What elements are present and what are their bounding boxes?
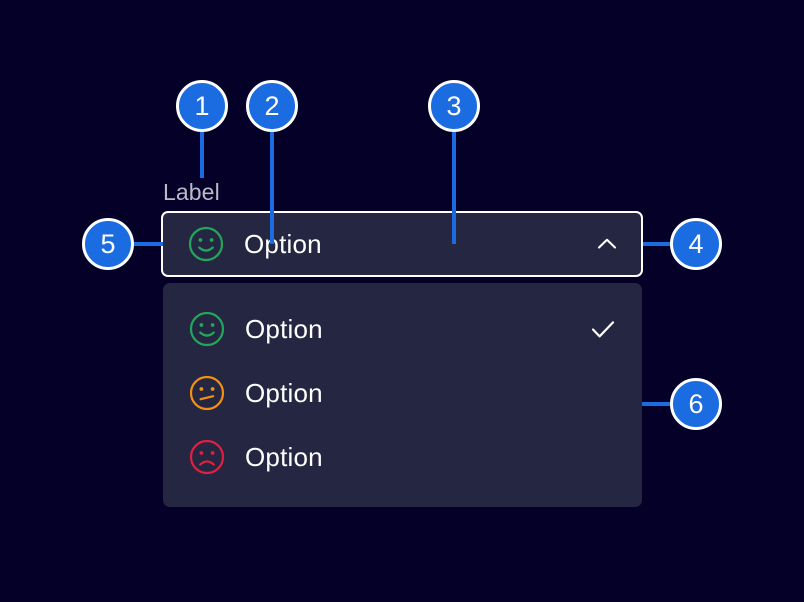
callout-badge-1[interactable]: 1 [176,80,228,132]
dropdown-option-1[interactable]: Option [163,297,642,361]
leader-line-1 [200,128,204,178]
callout-badge-6[interactable]: 6 [670,378,722,430]
callout-badge-4[interactable]: 4 [670,218,722,270]
dropdown-option-label: Option [245,313,323,344]
face-neutral-icon [189,375,225,411]
face-happy-icon [188,226,224,262]
face-happy-icon [189,311,225,347]
dropdown-option-3[interactable]: Option [163,425,642,489]
leader-line-5 [134,242,163,246]
dropdown-menu[interactable]: Option Option Option [163,283,642,507]
callout-badge-3[interactable]: 3 [428,80,480,132]
leader-line-4 [643,242,671,246]
field-label: Label [163,179,220,205]
face-sad-icon [189,439,225,475]
dropdown-option-label: Option [245,441,323,472]
leader-line-6 [642,402,672,406]
leader-line-2 [270,128,274,244]
check-icon [591,321,615,338]
dropdown-option-label: Option [245,377,323,408]
callout-badge-2[interactable]: 2 [246,80,298,132]
chevron-up-icon[interactable] [593,230,621,258]
select-control[interactable]: Option [161,211,643,277]
dropdown-option-2[interactable]: Option [163,361,642,425]
callout-badge-5[interactable]: 5 [82,218,134,270]
leader-line-3 [452,128,456,244]
select-selected-value: Option [244,228,322,259]
